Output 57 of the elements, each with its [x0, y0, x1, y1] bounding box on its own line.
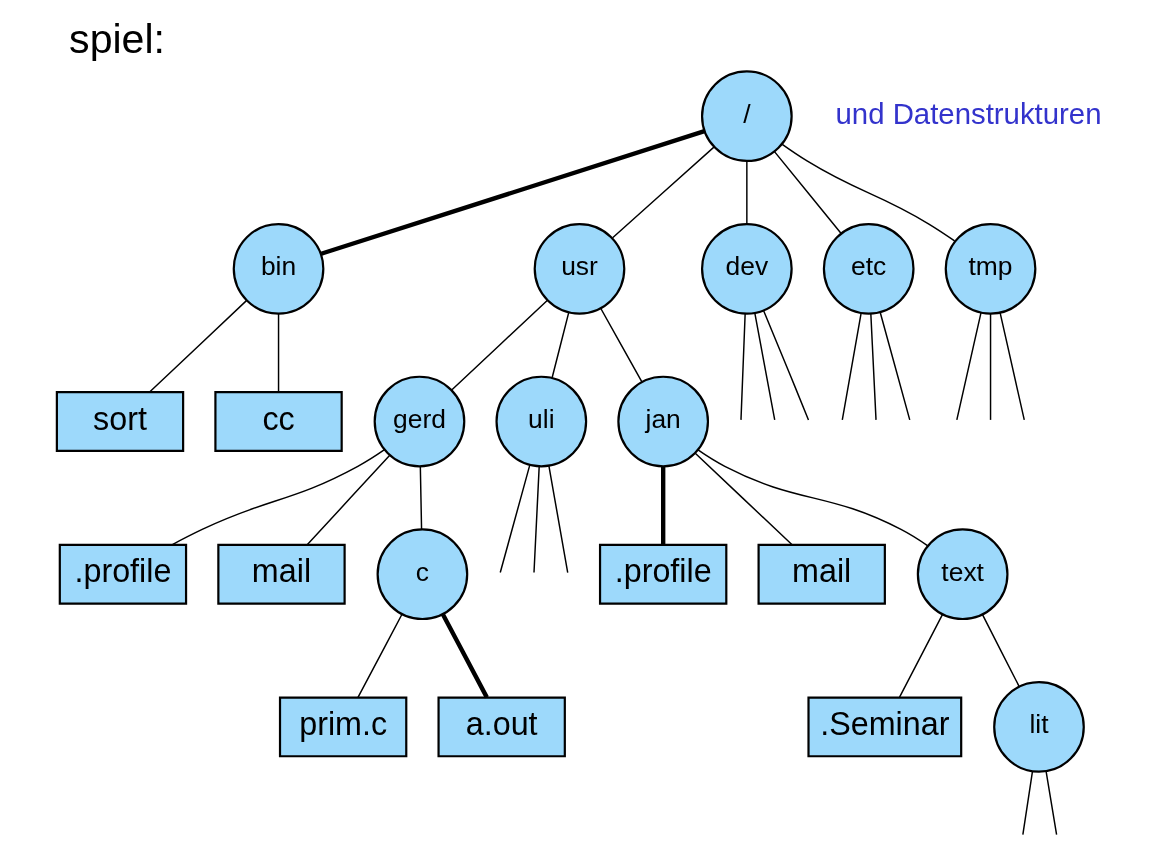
connector	[739, 312, 746, 421]
node-circle: text	[916, 528, 1009, 621]
connector	[547, 465, 568, 574]
node-circle: dev	[700, 223, 793, 315]
connector	[780, 143, 955, 242]
connector	[499, 464, 530, 574]
connector	[998, 312, 1025, 421]
node-circle: /	[700, 70, 793, 163]
connector	[955, 312, 982, 421]
connector	[745, 160, 748, 225]
connector	[869, 312, 877, 421]
connector	[356, 613, 403, 699]
connector	[320, 129, 705, 256]
connector	[532, 465, 540, 574]
node-circle: etc	[822, 223, 915, 315]
node-circle: gerd	[373, 375, 465, 468]
connector	[989, 312, 991, 421]
connector	[440, 613, 489, 699]
node-box: mail	[757, 543, 886, 605]
node-circle: lit	[992, 681, 1085, 773]
connector	[1044, 770, 1057, 836]
connector	[898, 613, 943, 698]
node-circle: tmp	[944, 223, 1036, 315]
node-circle: uli	[494, 375, 587, 468]
node-box: mail	[216, 543, 346, 605]
connector	[550, 311, 569, 379]
connector	[660, 466, 665, 545]
node-box: .profile	[58, 543, 187, 605]
connector	[841, 312, 862, 421]
node-box: a.out	[436, 696, 566, 758]
node-box: prim.c	[278, 696, 407, 758]
connector	[305, 454, 390, 546]
node-circle: jan	[616, 375, 709, 468]
connector	[753, 312, 775, 421]
node-box: sort	[55, 391, 184, 452]
connector	[599, 307, 643, 383]
connector	[450, 299, 548, 391]
node-box: cc	[213, 391, 343, 452]
node-box: .Seminar	[806, 696, 962, 758]
node-box: .profile	[598, 543, 727, 605]
connector	[170, 448, 385, 546]
node-circle: c	[376, 528, 468, 621]
connector	[148, 299, 247, 393]
connector	[277, 312, 279, 393]
node-circle: usr	[533, 223, 625, 315]
connector	[1021, 770, 1033, 836]
label: und Datenstrukturen	[835, 96, 1102, 130]
connector	[762, 310, 809, 421]
connector	[981, 613, 1020, 688]
connector	[696, 449, 929, 547]
connector	[419, 465, 422, 530]
connector	[773, 150, 842, 235]
connector	[694, 452, 793, 546]
node-circle: bin	[232, 223, 324, 315]
connector	[611, 146, 715, 239]
diagram-title: spiel:	[68, 15, 165, 62]
connector	[879, 311, 910, 421]
